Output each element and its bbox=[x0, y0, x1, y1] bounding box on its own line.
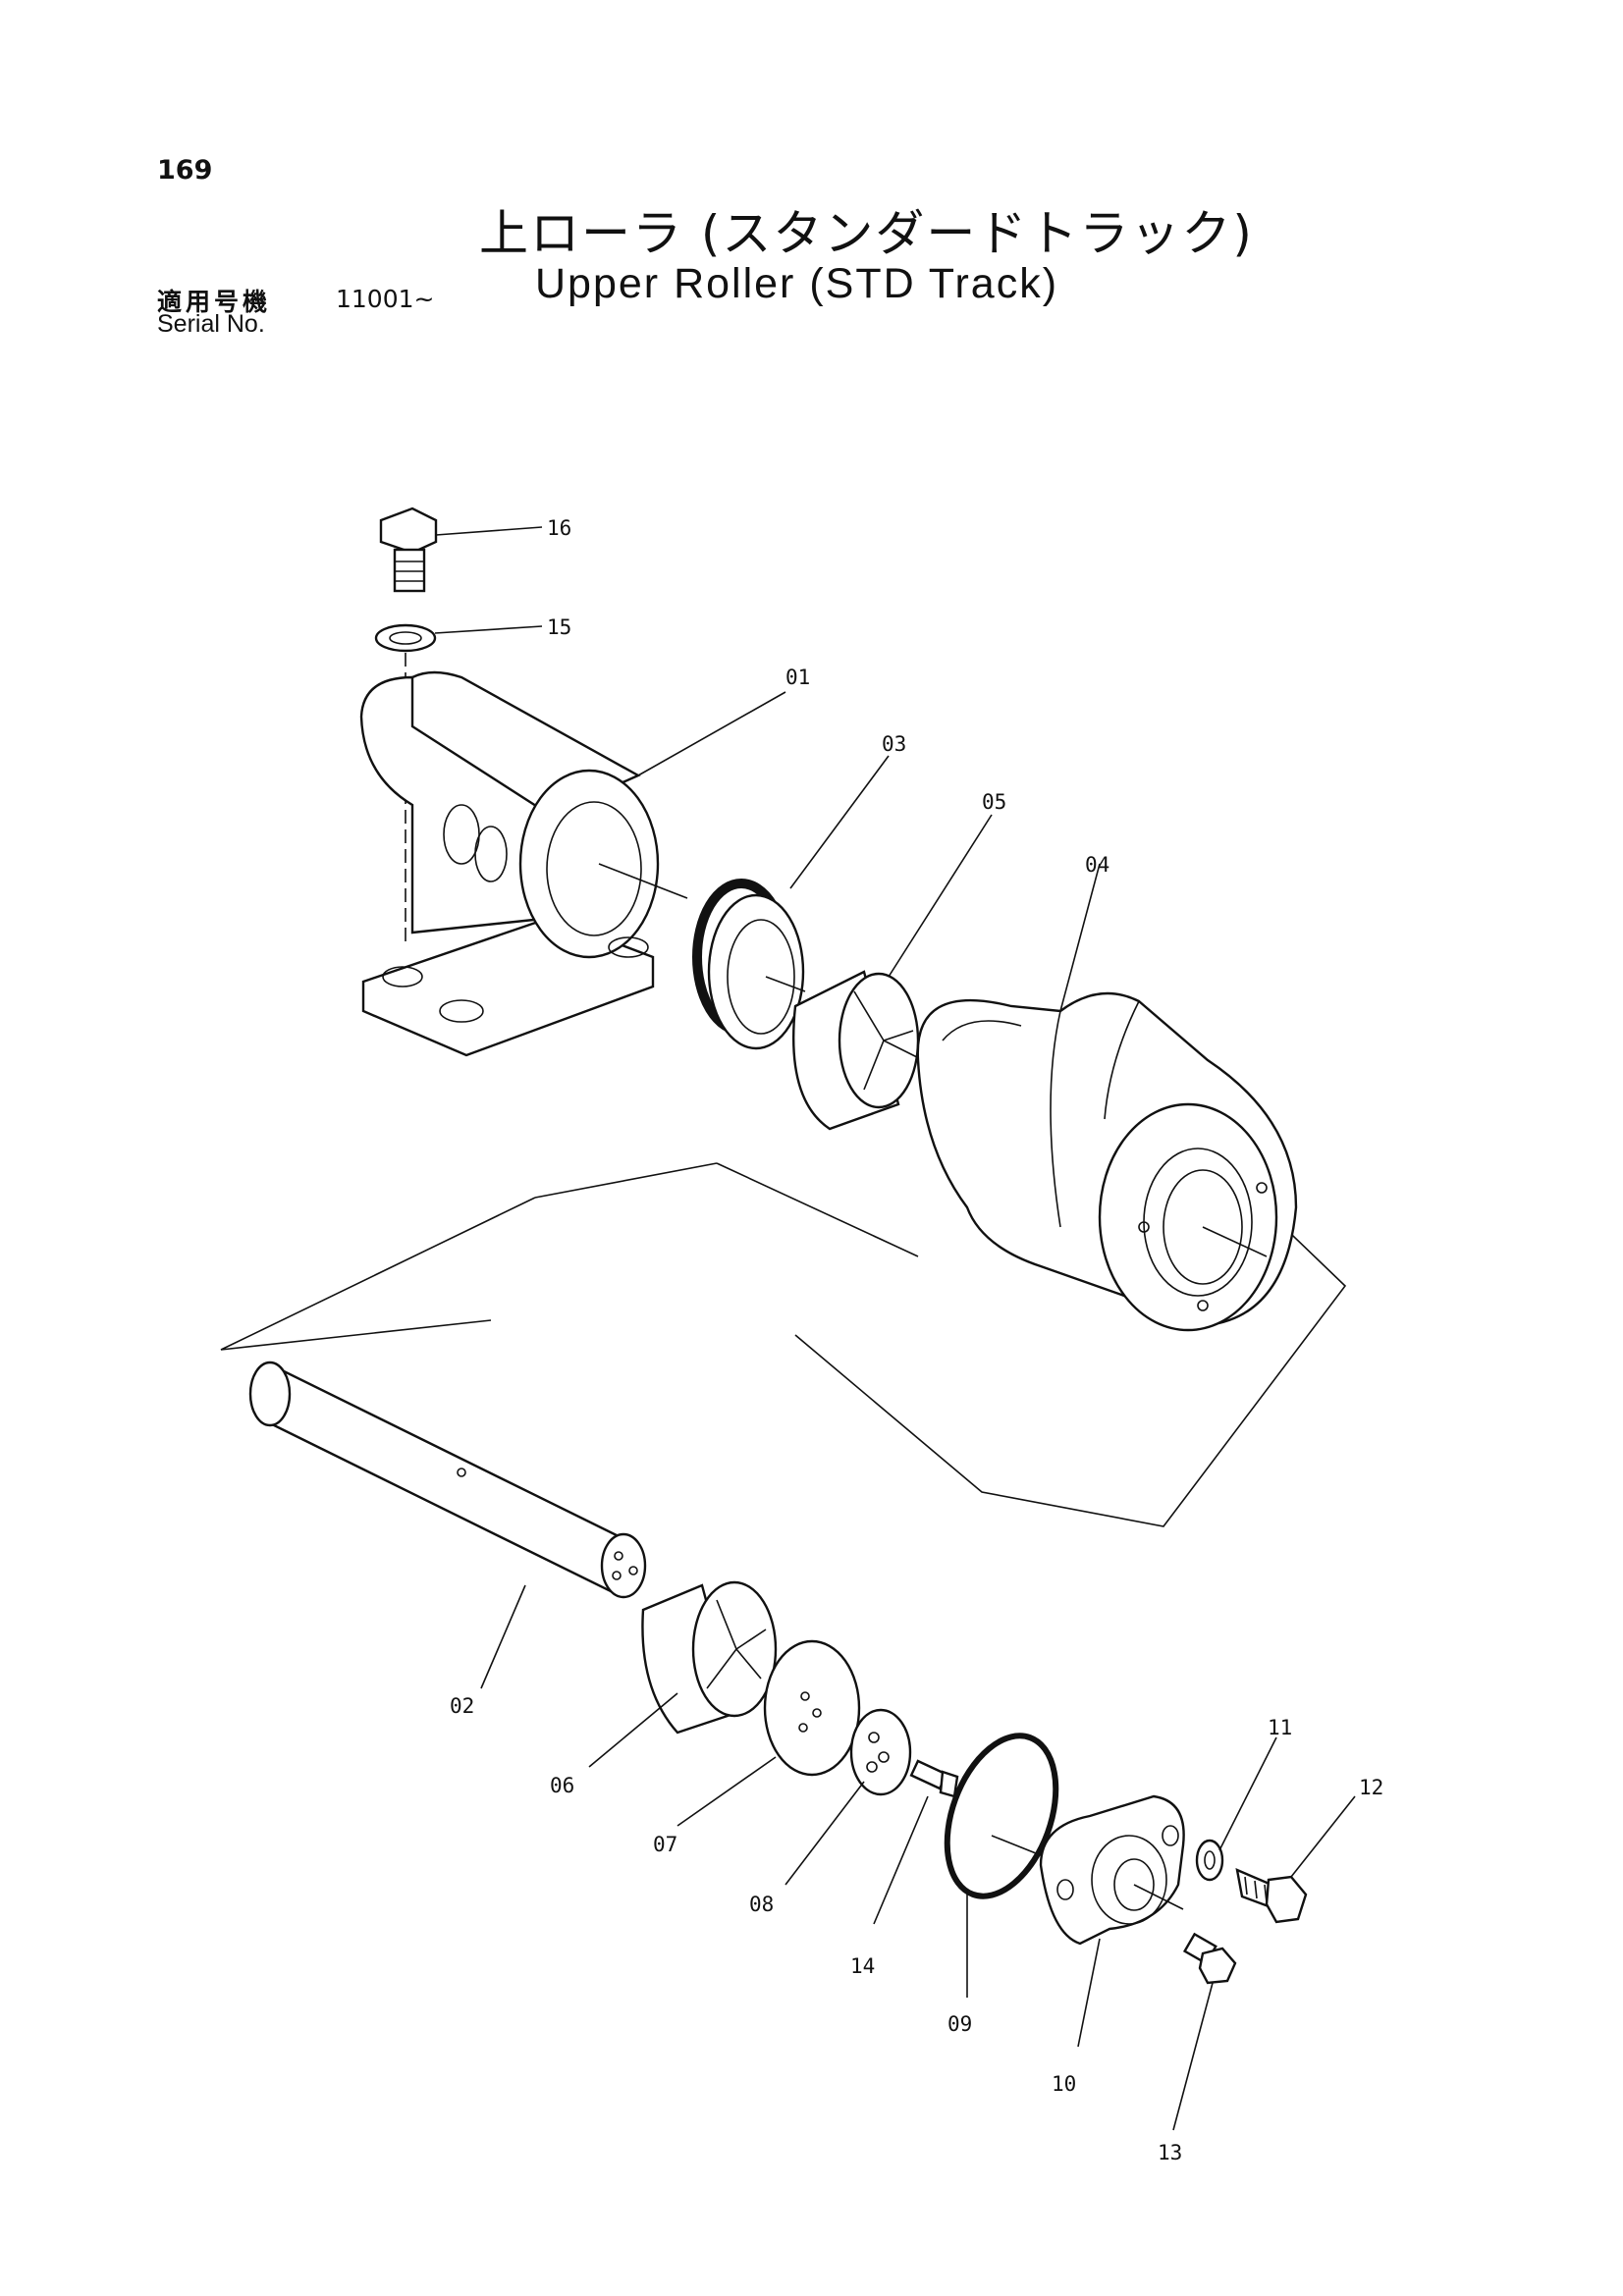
reference-plane-outline bbox=[220, 1162, 1347, 1527]
callout-06: 06 bbox=[550, 1774, 574, 1797]
callout-03: 03 bbox=[882, 732, 906, 756]
part-01-bracket bbox=[359, 670, 786, 1057]
part-04-roller bbox=[916, 863, 1298, 1332]
part-03-seal bbox=[692, 755, 890, 1050]
page-title-japanese: 上ローラ (スタンダードトラック) bbox=[479, 205, 1254, 262]
callout-04: 04 bbox=[1085, 853, 1109, 877]
callout-07: 07 bbox=[653, 1833, 677, 1856]
part-14-bolt bbox=[873, 1759, 959, 1925]
part-11-washer bbox=[1195, 1736, 1277, 1882]
callout-13: 13 bbox=[1158, 2141, 1182, 2164]
callout-labels: 16 15 01 03 05 04 02 06 07 08 14 09 10 1… bbox=[450, 516, 1383, 2164]
part-07-plate bbox=[676, 1639, 861, 1827]
part-05-bushing bbox=[791, 814, 993, 1131]
part-10-cover bbox=[1039, 1794, 1185, 2048]
part-16-bolt bbox=[379, 507, 543, 593]
serial-label-english: Serial No. bbox=[157, 310, 265, 338]
part-13-plug bbox=[1172, 1932, 1237, 2131]
part-09-o-ring bbox=[944, 1733, 1059, 1998]
callout-15: 15 bbox=[547, 615, 571, 639]
callout-08: 08 bbox=[749, 1893, 774, 1916]
callout-12: 12 bbox=[1359, 1776, 1383, 1799]
part-08-plate bbox=[784, 1708, 912, 1886]
callout-16: 16 bbox=[547, 516, 571, 540]
callout-11: 11 bbox=[1268, 1716, 1292, 1739]
page-number: 169 bbox=[157, 155, 213, 186]
callout-14: 14 bbox=[850, 1954, 875, 1978]
callout-01: 01 bbox=[785, 666, 810, 689]
serial-number-value: 11001~ bbox=[336, 285, 435, 313]
callout-05: 05 bbox=[982, 790, 1006, 814]
part-06-bushing bbox=[588, 1580, 778, 1768]
callout-09: 09 bbox=[947, 2012, 972, 2036]
part-12-bolt bbox=[1235, 1795, 1356, 1924]
callout-02: 02 bbox=[450, 1694, 474, 1718]
page-title-english: Upper Roller (STD Track) bbox=[535, 260, 1059, 307]
serial-label-japanese: 適用号機 bbox=[157, 288, 272, 316]
part-02-shaft bbox=[248, 1361, 647, 1689]
callout-10: 10 bbox=[1052, 2072, 1076, 2096]
